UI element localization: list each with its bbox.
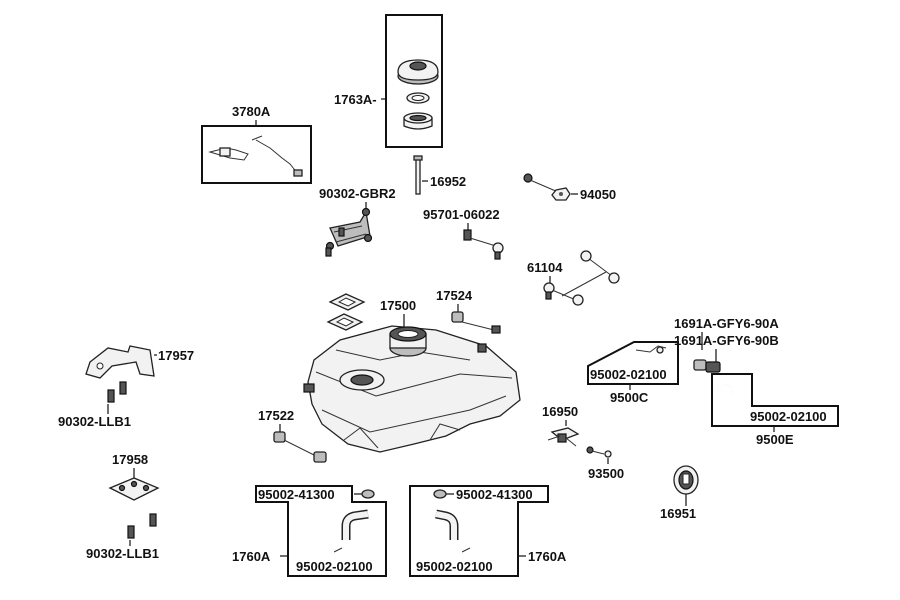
label-95002-02100-c: 95002-02100 xyxy=(590,367,667,382)
part-17524: 17524 xyxy=(436,288,501,334)
group-9500C: 95002-02100 9500C xyxy=(587,341,679,405)
label-94050: 94050 xyxy=(580,187,616,202)
label-1760A-left: 1760A xyxy=(232,549,271,564)
label-17957: 17957 xyxy=(158,348,194,363)
label-17524: 17524 xyxy=(436,288,473,303)
part-1691A: 1691A-GFY6-90A 1691A-GFY6-90B xyxy=(674,316,779,373)
group-box-1760A-right xyxy=(409,485,549,577)
label-1763A: 1763A- xyxy=(334,92,377,107)
part-61104: 61104 xyxy=(527,250,620,306)
part-94050: 94050 xyxy=(523,173,616,202)
group-1760A-right: 95002-41300 1760A 95002-02100 xyxy=(409,485,567,577)
part-17957: 17957 90302-LLB1 xyxy=(58,345,194,429)
label-16950: 16950 xyxy=(542,404,578,419)
label-95002-41300-right: 95002-41300 xyxy=(456,487,533,502)
part-17958: 17958 90302-LLB1 xyxy=(86,452,160,561)
group-box-9500E xyxy=(711,373,839,427)
group-box-3780A xyxy=(201,125,312,184)
part-16952: 16952 xyxy=(413,155,466,195)
label-90302-GBR2: 90302-GBR2 xyxy=(319,186,396,201)
label-61104: 61104 xyxy=(527,260,563,275)
label-95701-06022: 95701-06022 xyxy=(423,207,500,222)
group-box-1763A xyxy=(385,14,443,148)
part-17522: 17522 xyxy=(258,408,327,463)
label-9500C: 9500C xyxy=(610,390,649,405)
label-90302-LLB1-top: 90302-LLB1 xyxy=(58,414,131,429)
part-90302-GBR2: 90302-GBR2 xyxy=(319,186,396,257)
group-9500E: 95002-02100 9500E xyxy=(711,373,839,447)
label-17500: 17500 xyxy=(380,298,416,313)
part-95701-06022: 95701-06022 xyxy=(423,207,504,260)
label-90302-LLB1-bottom: 90302-LLB1 xyxy=(86,546,159,561)
part-16951: 16951 xyxy=(660,465,699,521)
group-box-1760A-left xyxy=(255,485,387,577)
group-box-9500C xyxy=(587,341,679,385)
label-95002-02100-e: 95002-02100 xyxy=(750,409,827,424)
label-3780A: 3780A xyxy=(232,104,271,119)
part-17500: 17500 xyxy=(303,293,521,453)
label-16951: 16951 xyxy=(660,506,696,521)
label-1691A-GFY6-90B: 1691A-GFY6-90B xyxy=(674,333,779,348)
label-95002-02100-left: 95002-02100 xyxy=(296,559,373,574)
label-95002-41300-left: 95002-41300 xyxy=(258,487,335,502)
group-1760A-left: 95002-41300 1760A 95002-02100 xyxy=(232,485,387,577)
label-17522: 17522 xyxy=(258,408,294,423)
label-9500E: 9500E xyxy=(756,432,794,447)
label-16952: 16952 xyxy=(430,174,466,189)
part-16950: 16950 xyxy=(542,404,580,447)
label-1760A-right: 1760A xyxy=(528,549,567,564)
label-93500: 93500 xyxy=(588,466,624,481)
fuel-tank-body xyxy=(307,325,521,453)
label-1691A-GFY6-90A: 1691A-GFY6-90A xyxy=(674,316,779,331)
group-3780A: 3780A xyxy=(201,104,312,184)
group-1763A: 1763A- xyxy=(334,14,443,148)
part-93500: 93500 xyxy=(586,446,624,481)
label-17958: 17958 xyxy=(112,452,148,467)
label-95002-02100-right: 95002-02100 xyxy=(416,559,493,574)
